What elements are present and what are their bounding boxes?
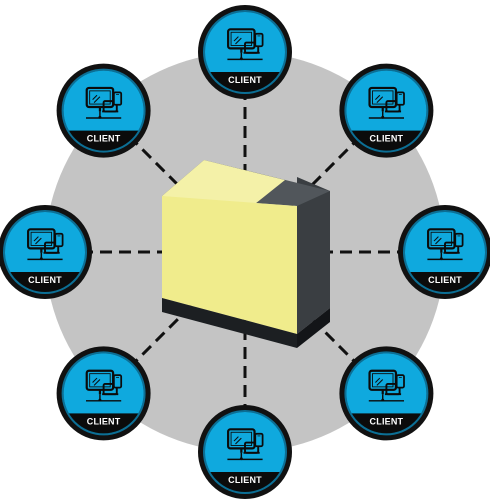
client-nodes-layer: CLIENT CLIENT CLIENT CLIENT CLIENT CLIENT CLIE… [0, 5, 490, 499]
client-node: CLIENT [198, 5, 292, 99]
client-node: CLIENT [339, 346, 434, 441]
connector-line [102, 109, 247, 254]
client-node: CLIENT [56, 63, 151, 158]
client-node: CLIENT [398, 205, 490, 299]
client-label: CLIENT [228, 75, 262, 85]
cube-base-side [297, 308, 330, 348]
client-node: CLIENT [0, 205, 92, 299]
client-label: CLIENT [87, 134, 121, 144]
client-node: CLIENT [339, 63, 434, 158]
server-cube-icon [162, 160, 330, 348]
client-label: CLIENT [370, 416, 404, 426]
client-label: CLIENT [370, 134, 404, 144]
client-label: CLIENT [228, 475, 262, 485]
connector-line [102, 250, 247, 395]
client-label: CLIENT [28, 275, 62, 285]
client-node: CLIENT [198, 405, 292, 499]
cube-front-face [162, 196, 297, 334]
cube-base-band [162, 298, 297, 348]
client-node: CLIENT [56, 346, 151, 441]
cube-side-face [297, 177, 330, 334]
client-label: CLIENT [87, 416, 121, 426]
connector-line [243, 109, 388, 254]
client-label: CLIENT [428, 275, 462, 285]
